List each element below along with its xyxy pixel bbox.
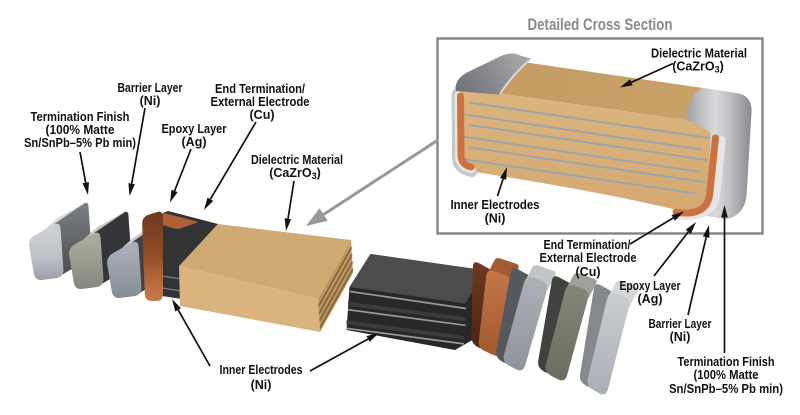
svg-text:(Cu): (Cu): [250, 108, 275, 122]
svg-text:Dielectric Material: Dielectric Material: [651, 47, 747, 61]
svg-text:External Electrode: External Electrode: [540, 251, 637, 265]
svg-text:(CaZrO3): (CaZrO3): [269, 166, 321, 181]
svg-text:(Ni): (Ni): [140, 94, 161, 108]
svg-text:External Electrode: External Electrode: [211, 95, 310, 109]
svg-text:(Ni): (Ni): [670, 330, 691, 344]
svg-text:Termination Finish: Termination Finish: [31, 110, 130, 124]
svg-text:End Termination/: End Termination/: [544, 238, 631, 252]
svg-text:Inner Electrodes: Inner Electrodes: [220, 363, 303, 377]
svg-text:(100% Matte: (100% Matte: [694, 368, 759, 382]
svg-text:(100% Matte: (100% Matte: [46, 123, 115, 137]
svg-text:(Cu): (Cu): [576, 265, 601, 279]
svg-text:(Ni): (Ni): [251, 378, 272, 392]
svg-text:Sn/SnPb–5% Pb min): Sn/SnPb–5% Pb min): [24, 136, 136, 150]
svg-text:(Ag): (Ag): [638, 292, 663, 306]
svg-text:Inner Electrodes: Inner Electrodes: [451, 198, 540, 212]
svg-text:Barrier Layer: Barrier Layer: [649, 317, 712, 331]
svg-text:Epoxy Layer: Epoxy Layer: [620, 279, 681, 293]
svg-text:Sn/SnPb–5% Pb min): Sn/SnPb–5% Pb min): [669, 382, 783, 396]
svg-text:(Ag): (Ag): [182, 135, 207, 149]
svg-text:Barrier Layer: Barrier Layer: [118, 81, 183, 95]
svg-text:(Ni): (Ni): [485, 212, 506, 226]
svg-text:Dielectric Material: Dielectric Material: [251, 153, 343, 167]
svg-text:Epoxy Layer: Epoxy Layer: [162, 122, 227, 136]
svg-text:Termination Finish: Termination Finish: [678, 355, 775, 369]
svg-text:Detailed Cross Section: Detailed Cross Section: [528, 16, 673, 34]
svg-text:(CaZrO3): (CaZrO3): [672, 60, 724, 75]
svg-text:End Termination/: End Termination/: [215, 82, 305, 96]
